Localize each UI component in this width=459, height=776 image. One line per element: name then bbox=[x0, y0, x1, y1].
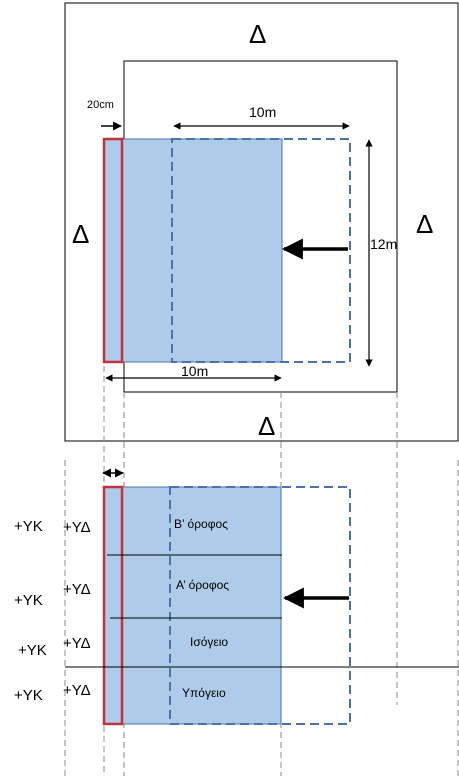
floor-label-first: Α’ όροφος bbox=[176, 578, 229, 592]
floor-label-ground: Ισόγειο bbox=[190, 635, 228, 649]
section-shifted-building bbox=[169, 486, 351, 725]
yk-label: +ΥΚ bbox=[14, 518, 43, 535]
yd-label: +ΥΔ bbox=[63, 682, 91, 699]
depth-dimension-label: 12m bbox=[370, 236, 397, 252]
bottom-dimension-label: 10m bbox=[181, 363, 208, 379]
floor-label-basement: Υπόγειο bbox=[182, 686, 226, 700]
yk-label: +ΥΚ bbox=[18, 642, 47, 659]
section-view: Β’ όροφος Α’ όροφος Ισόγειο Υπόγειο +ΥΚ … bbox=[14, 468, 459, 726]
yk-label: +ΥΚ bbox=[14, 687, 43, 704]
yd-label: +ΥΔ bbox=[63, 519, 91, 536]
plan-view: Δ Δ Δ Δ 20cm 10m 12m 10m bbox=[64, 2, 459, 442]
section-building bbox=[103, 486, 282, 725]
outer-boundary bbox=[64, 2, 459, 442]
boundary-wall bbox=[102, 137, 124, 364]
section-boundary-wall bbox=[102, 485, 124, 726]
yd-label: +ΥΔ bbox=[63, 581, 91, 598]
zone-label-bottom: Δ bbox=[258, 411, 275, 441]
top-dimension-label: 10m bbox=[249, 104, 276, 120]
zone-label-left: Δ bbox=[72, 219, 89, 249]
yd-label: +ΥΔ bbox=[63, 635, 91, 652]
building-footprint bbox=[103, 138, 283, 363]
floor-label-second: Β’ όροφος bbox=[174, 517, 228, 531]
shifted-footprint bbox=[171, 138, 351, 363]
yk-label: +ΥΚ bbox=[14, 592, 43, 609]
wall-dimension-label: 20cm bbox=[87, 99, 114, 111]
zone-label-top: Δ bbox=[249, 19, 266, 49]
zone-label-right: Δ bbox=[416, 209, 433, 239]
